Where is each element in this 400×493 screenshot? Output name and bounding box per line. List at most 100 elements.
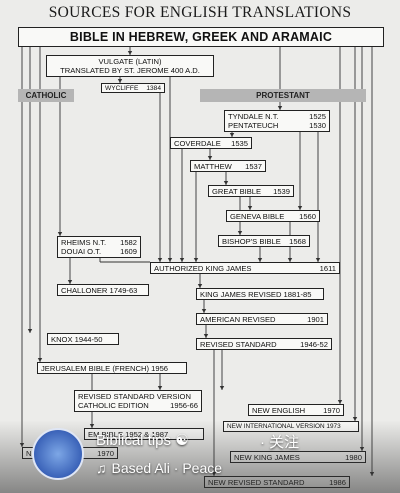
wycliffe-name: WYCLIFFE: [105, 84, 139, 92]
geneva-bible-year: 1560: [299, 211, 316, 221]
new-jerusalem-name: N: [26, 448, 32, 458]
rsv-catholic-line2: CATHOLIC EDITION: [78, 401, 149, 410]
matthew-year: 1537: [245, 161, 262, 171]
follow-button[interactable]: · 关注: [260, 431, 299, 452]
douai-ot: DOUAI O.T.: [61, 247, 102, 256]
great-bible-box: GREAT BIBLE 1539: [208, 185, 294, 197]
new-international-name: NEW INTERNATIONAL VERSION 1973: [227, 423, 341, 430]
music-note-icon: ♫: [96, 460, 107, 476]
vulgate-line1: VULGATE (LATIN): [98, 57, 162, 66]
protestant-band-label: PROTESTANT: [256, 91, 310, 100]
matthew-box: MATTHEW 1537: [190, 160, 266, 172]
arrow-head: [127, 51, 133, 55]
rheims-nt: RHEIMS N.T.: [61, 238, 107, 247]
geneva-bible-name: GENEVA BIBLE: [230, 211, 285, 221]
music-label: Based Ali · Peace: [111, 460, 223, 476]
channel-avatar[interactable]: [32, 428, 84, 480]
king-james-revised-box: KING JAMES REVISED 1881-85: [196, 288, 324, 300]
arrow-head: [27, 329, 33, 333]
arrow-head: [315, 258, 321, 262]
arrow-head: [167, 258, 173, 262]
tyndale-box: TYNDALE N.T. 1525 PENTATEUCH 1530: [224, 110, 330, 132]
arrow-head: [207, 156, 213, 160]
arrow-head: [157, 386, 163, 390]
bishops-bible-year: 1568: [289, 236, 306, 246]
arrow-head: [223, 181, 229, 185]
protestant-band: PROTESTANT: [200, 89, 366, 102]
tyndale-pentateuch-year: 1530: [309, 121, 326, 130]
root-bible-label: BIBLE IN HEBREW, GREEK AND ARAMAIC: [69, 29, 333, 44]
channel-handle[interactable]: Biblical tips ☯: [96, 431, 189, 449]
arrow-head: [287, 258, 293, 262]
rheims-douai-box: RHEIMS N.T. 1582 DOUAI O.T. 1609: [57, 236, 141, 258]
follow-label: · 关注: [260, 434, 300, 451]
douai-ot-year: 1609: [120, 247, 137, 256]
new-revised-standard-name: NEW REVISED STANDARD: [208, 477, 305, 487]
authorized-king-james-box: AUTHORIZED KING JAMES 1611: [150, 262, 340, 274]
matthew-name: MATTHEW: [194, 161, 232, 171]
arrow-head: [193, 258, 199, 262]
coverdale-box: COVERDALE 1535: [170, 137, 252, 149]
revised-standard-box: REVISED STANDARD 1946-52: [196, 338, 332, 350]
arrow-head: [352, 417, 358, 421]
challoner-box: CHALLONER 1749-63: [57, 284, 149, 296]
arrow-head: [67, 280, 73, 284]
knox-name: KNOX 1944-50: [51, 334, 103, 344]
arrow-head: [257, 258, 263, 262]
rsv-catholic-line1: REVISED STANDARD VERSION: [78, 392, 191, 401]
new-english-name: NEW ENGLISH: [252, 405, 306, 415]
yin-yang-icon: ☯: [175, 432, 189, 449]
new-king-james-name: NEW KING JAMES: [234, 452, 300, 462]
jerusalem-bible-box: JERUSALEM BIBLE (FRENCH) 1956: [37, 362, 187, 374]
arrow-head: [201, 309, 207, 313]
root-bible-box: BIBLE IN HEBREW, GREEK AND ARAMAIC: [18, 27, 384, 47]
coverdale-name: COVERDALE: [174, 138, 221, 148]
arrow-head: [37, 358, 43, 362]
king-james-revised-name: KING JAMES REVISED 1881-85: [200, 289, 312, 299]
rsv-catholic-year: 1956-66: [170, 401, 198, 410]
arrow-head: [247, 206, 253, 210]
arrow-head: [117, 79, 123, 83]
tyndale-nt: TYNDALE N.T.: [228, 112, 279, 121]
arrow-head: [369, 472, 375, 476]
bishops-bible-box: BISHOP'S BIBLE 1568: [218, 235, 310, 247]
music-attribution[interactable]: ♫ Based Ali · Peace: [96, 460, 222, 476]
tyndale-nt-year: 1525: [309, 112, 326, 121]
arrow-head: [229, 133, 235, 137]
american-revised-name: AMERICAN REVISED: [200, 314, 276, 324]
new-king-james-year: 1980: [345, 452, 362, 462]
diagram-title: SOURCES FOR ENGLISH TRANSLATIONS: [48, 4, 352, 21]
american-revised-box: AMERICAN REVISED 1901: [196, 313, 328, 325]
coverdale-year: 1535: [231, 138, 248, 148]
channel-handle-text: Biblical tips: [96, 432, 172, 449]
vulgate-box: VULGATE (LATIN) TRANSLATED BY ST. JEROME…: [46, 55, 214, 77]
arrow-head: [337, 400, 343, 404]
new-king-james-box: NEW KING JAMES 1980: [230, 451, 366, 463]
authorized-king-james-year: 1611: [319, 263, 336, 273]
vulgate-line2: TRANSLATED BY ST. JEROME 400 A.D.: [60, 66, 200, 75]
great-bible-year: 1539: [273, 186, 290, 196]
new-english-box: NEW ENGLISH 1970: [248, 404, 344, 416]
revised-standard-year: 1946-52: [300, 339, 328, 349]
catholic-band: CATHOLIC: [18, 89, 74, 102]
arrow-head: [219, 386, 225, 390]
arrow-head: [57, 232, 63, 236]
arrow-head: [237, 231, 243, 235]
arrow-head: [297, 206, 303, 210]
rheims-nt-year: 1582: [120, 238, 137, 247]
challoner-name: CHALLONER 1749-63: [61, 285, 138, 295]
arrow-head: [203, 334, 209, 338]
wycliffe-year: 1384: [146, 84, 161, 92]
new-jerusalem-year: 1970: [97, 448, 114, 458]
arrow-head: [179, 258, 185, 262]
geneva-bible-box: GENEVA BIBLE 1560: [226, 210, 320, 222]
rsv-catholic-box: REVISED STANDARD VERSION CATHOLIC EDITIO…: [74, 390, 202, 412]
arrow-head: [157, 258, 163, 262]
catholic-band-label: CATHOLIC: [25, 91, 67, 100]
knox-box: KNOX 1944-50: [47, 333, 119, 345]
authorized-king-james-name: AUTHORIZED KING JAMES: [154, 263, 252, 273]
tyndale-pentateuch: PENTATEUCH: [228, 121, 279, 130]
new-revised-standard-box: NEW REVISED STANDARD 1986: [204, 476, 350, 488]
jerusalem-bible-name: JERUSALEM BIBLE (FRENCH) 1956: [41, 363, 169, 373]
